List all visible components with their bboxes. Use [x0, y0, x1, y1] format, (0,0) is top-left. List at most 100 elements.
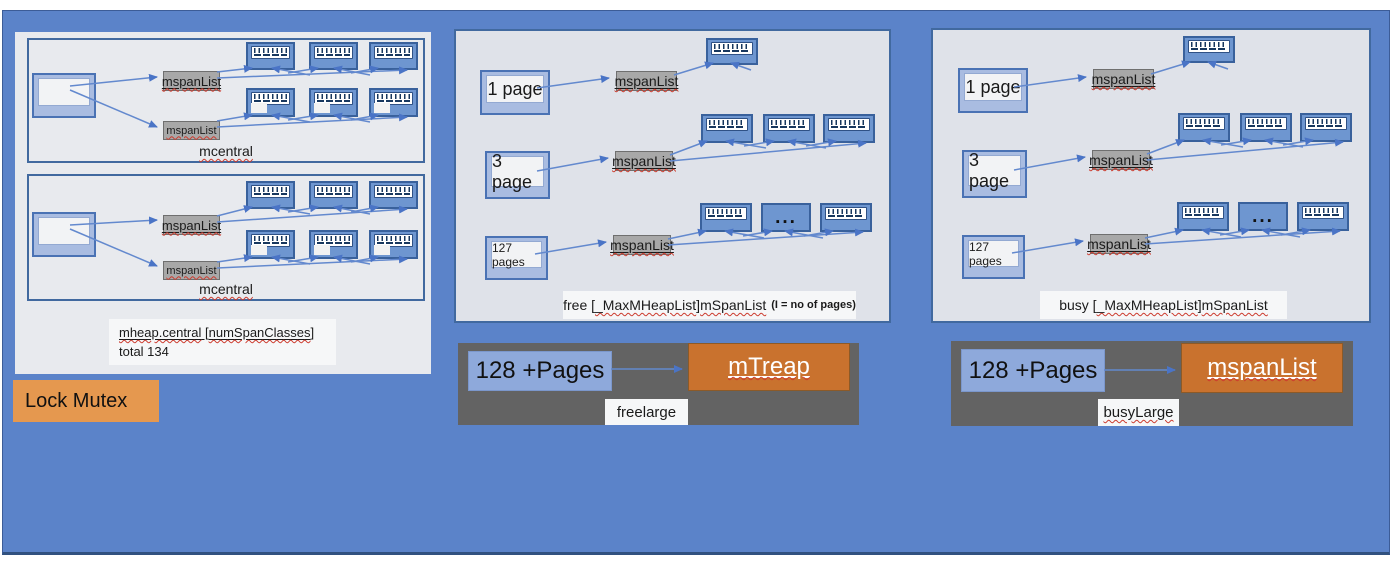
mspanlist-box: mspanList — [163, 261, 220, 280]
span-box — [309, 181, 358, 209]
mcentral-box: mspanList mspanList mcentral — [27, 174, 425, 301]
span-box — [309, 42, 358, 70]
span-ticks-icon — [251, 92, 290, 105]
span-box — [1178, 113, 1230, 142]
span-ticks-icon — [314, 234, 353, 247]
span-box — [763, 114, 815, 143]
page-label: 127 pages — [968, 240, 1019, 268]
pages-box: 128 +Pages — [468, 351, 612, 391]
span-box — [823, 114, 875, 143]
monitor-box — [32, 212, 96, 257]
mspanlist-label: mspanList — [614, 73, 679, 89]
used-patch — [374, 103, 390, 113]
mspanlist-box: mspanList — [1091, 69, 1156, 89]
used-patch — [251, 103, 267, 113]
mspanlist-label: mspanList — [1089, 152, 1153, 168]
mcentral-label: mcentral — [199, 281, 253, 297]
mspanlist-box: mspanList — [1087, 234, 1151, 254]
span-ticks-icon — [314, 46, 353, 59]
mspanlist-orange-box: mspanList — [1181, 343, 1343, 393]
used-patch — [374, 245, 390, 255]
page-box: 3 page — [485, 151, 550, 199]
mheap-caption: mheap.central [numSpanClasses] total 134 — [109, 319, 336, 365]
span-ticks-icon — [314, 92, 353, 105]
mspanlist-label: mspanList — [610, 237, 674, 253]
freelarge-label: freelarge — [605, 399, 688, 425]
span-box — [706, 38, 758, 65]
span-ticks-icon — [374, 185, 413, 198]
busylarge-label: busyLarge — [1098, 399, 1179, 426]
page-label: 3 page — [968, 150, 1021, 191]
free-caption: free [_MaxMHeapList]mSpanList(I = no of … — [563, 291, 856, 319]
mspanlist-box: mspanList — [163, 121, 220, 140]
span-ticks-icon — [374, 46, 413, 59]
busylarge-strip: 128 +Pages mspanList busyLarge — [951, 341, 1353, 426]
mspanlist-label: mspanList — [1091, 71, 1156, 87]
span-box — [246, 88, 295, 117]
page-box: 127 pages — [485, 236, 548, 280]
span-box — [309, 230, 358, 259]
span-ticks-icon — [705, 207, 747, 220]
page-label: 1 page — [486, 75, 544, 103]
span-box — [700, 203, 752, 232]
span-box — [1297, 202, 1349, 231]
span-ticks-icon — [1188, 40, 1230, 53]
span-box — [820, 203, 872, 232]
span-ticks-icon — [1182, 206, 1224, 219]
mspanlist-box: mspanList — [610, 235, 674, 255]
span-box — [246, 42, 295, 70]
monitor-screen — [38, 78, 90, 106]
mspanlist-orange-label: mspanList — [1207, 354, 1317, 381]
pages-label: 128 +Pages — [968, 356, 1098, 384]
span-ticks-icon — [1183, 117, 1225, 130]
monitor-screen — [38, 217, 90, 245]
mheap-caption-line2: total 134 — [119, 344, 169, 359]
slide-background: mspanList mspanList mcentral mspanList — [2, 10, 1390, 555]
mspanlist-box: mspanList — [1089, 150, 1153, 170]
mtreap-label: mTreap — [728, 353, 810, 380]
busy-caption: busy [_MaxMHeapList]mSpanList — [1040, 291, 1287, 319]
span-box — [369, 181, 418, 209]
page-label: 3 page — [491, 151, 544, 192]
page-box: 3 page — [962, 150, 1027, 198]
span-box — [1240, 113, 1292, 142]
page-label: 127 pages — [491, 241, 542, 269]
span-ticks-icon — [314, 185, 353, 198]
used-patch — [314, 245, 330, 255]
pages-label: 128 +Pages — [475, 357, 605, 384]
span-ticks-icon — [1302, 206, 1344, 219]
mspanlist-box: mspanList — [161, 215, 222, 235]
mheap-central-panel: mspanList mspanList mcentral mspanList — [15, 32, 431, 374]
free-panel: 1 page mspanList 3 page mspanList 127 pa… — [454, 29, 891, 323]
used-patch — [314, 103, 330, 113]
span-box — [1177, 202, 1229, 231]
mspanlist-label: mspanList — [1087, 236, 1151, 252]
ellipsis-box: ... — [1238, 202, 1288, 231]
span-box — [369, 88, 418, 117]
span-ticks-icon — [251, 234, 290, 247]
span-box — [309, 88, 358, 117]
span-ticks-icon — [1245, 117, 1287, 130]
freelarge-strip: 128 +Pages mTreap freelarge — [458, 343, 859, 425]
span-box — [369, 230, 418, 259]
span-ticks-icon — [251, 46, 290, 59]
mheap-caption-line1: mheap.central [numSpanClasses] — [119, 325, 315, 340]
page-box: 127 pages — [962, 235, 1025, 279]
page-box: 1 page — [480, 70, 550, 115]
span-box — [701, 114, 753, 143]
mspanlist-label: mspanList — [161, 217, 222, 233]
span-ticks-icon — [251, 185, 290, 198]
span-ticks-icon — [374, 234, 413, 247]
lock-mutex-box: Lock Mutex — [13, 380, 159, 422]
span-ticks-icon — [828, 118, 870, 131]
span-box — [1183, 36, 1235, 63]
mspanlist-label: mspanList — [166, 124, 217, 137]
span-box — [1300, 113, 1352, 142]
monitor-box — [32, 73, 96, 118]
mtreap-box: mTreap — [688, 343, 850, 391]
span-ticks-icon — [711, 42, 753, 55]
mspanlist-label: mspanList — [161, 73, 222, 89]
mspanlist-label: mspanList — [612, 153, 676, 169]
span-ticks-icon — [374, 92, 413, 105]
